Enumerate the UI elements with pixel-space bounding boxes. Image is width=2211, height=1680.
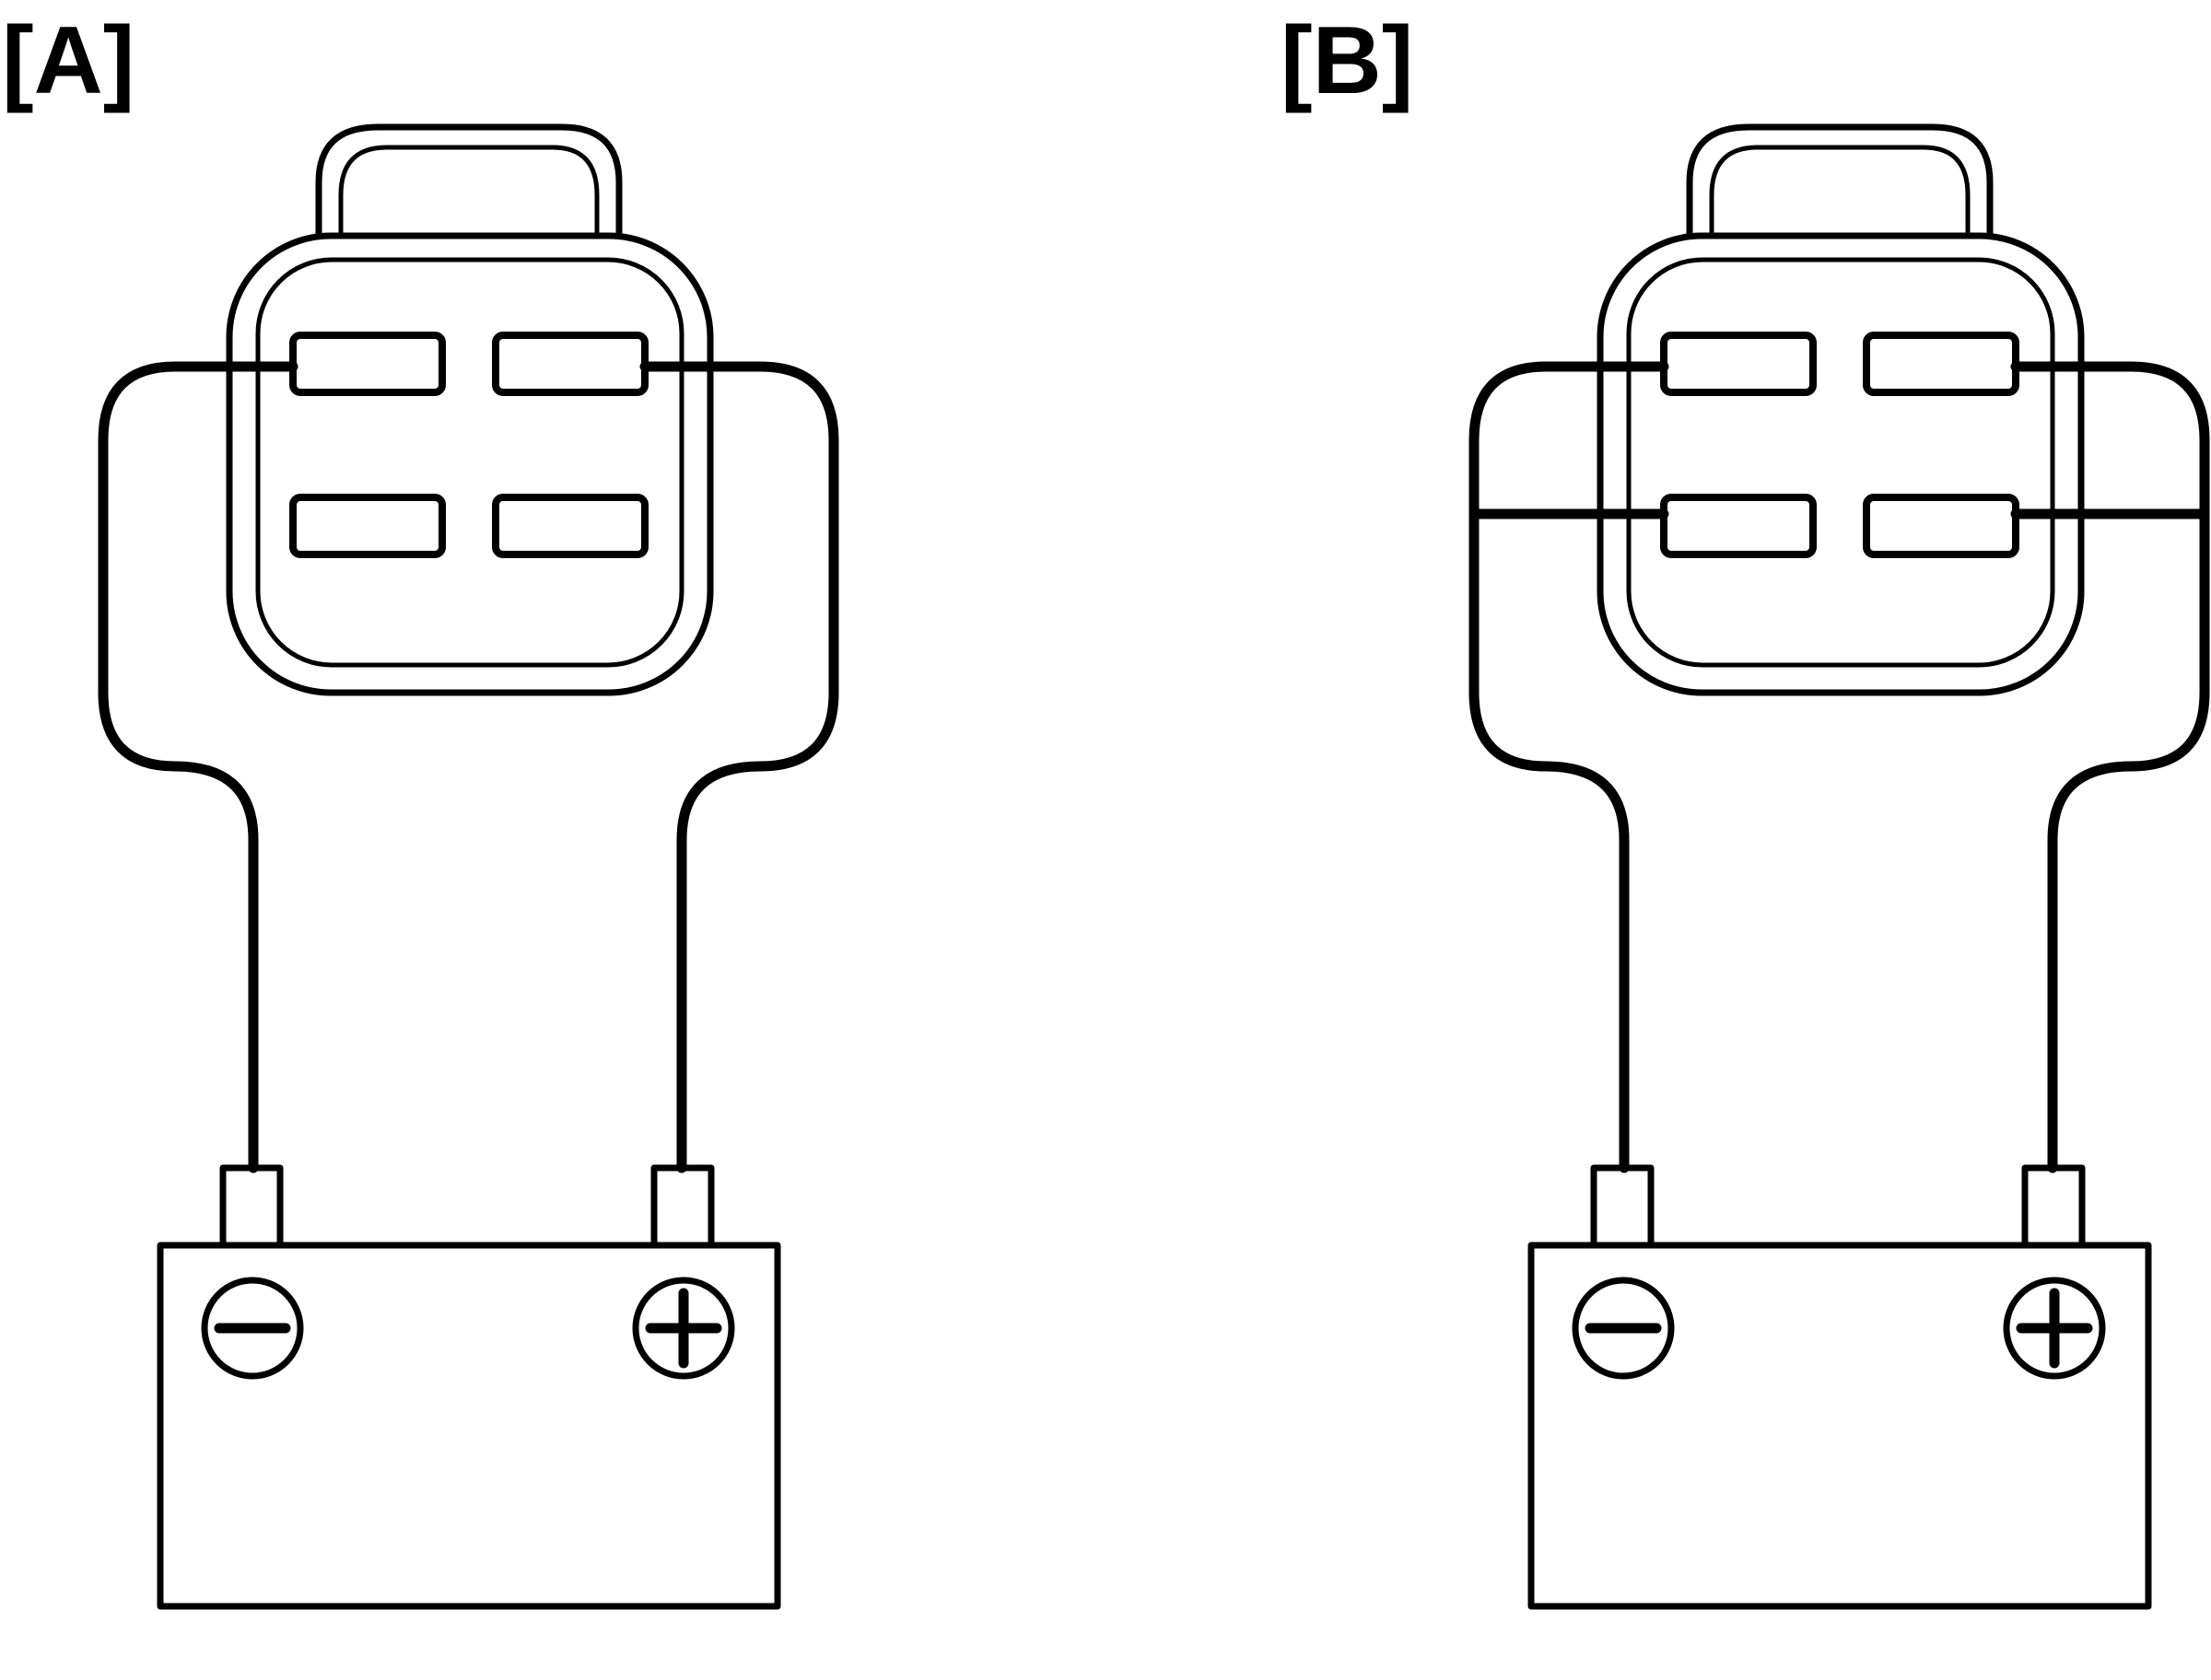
panel-label-b: [B] xyxy=(1281,7,1414,114)
panel-b-diagram xyxy=(1468,127,2210,1606)
panel-a-diagram xyxy=(103,127,834,1606)
panel-label-a: [A] xyxy=(2,7,135,114)
